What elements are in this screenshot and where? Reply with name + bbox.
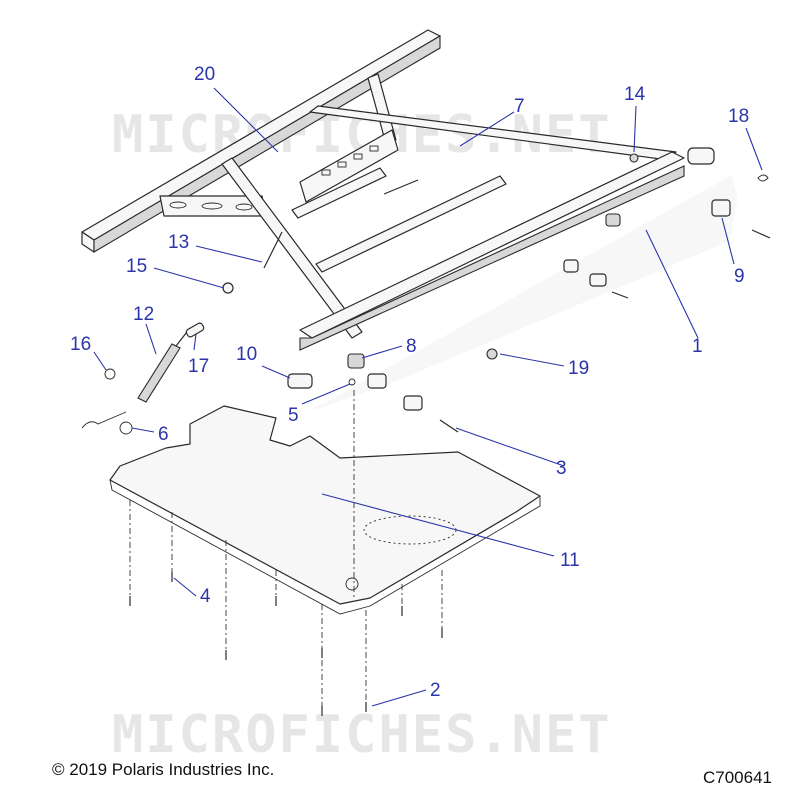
gas-strut-12 [137,327,191,403]
callout-5: 5 [288,405,299,426]
clamps-lower [367,259,607,411]
callout-12: 12 [133,304,154,325]
callout-17: 17 [188,356,209,377]
copyright-text: © 2019 Polaris Industries Inc. [52,760,275,779]
callout-11: 11 [560,550,580,571]
mount-8 [347,353,365,369]
callout-3: 3 [556,458,567,479]
bushing-10 [287,373,313,389]
skid-plate-11 [109,405,541,615]
bolt-13 [263,231,283,269]
screws [129,572,443,716]
callout-4: 4 [200,586,211,607]
callout-16: 16 [70,334,91,355]
frame-crossmember-7 [221,105,685,351]
pin-left [81,411,127,429]
drawing-id: C700641 [703,768,773,787]
washer-5 [348,378,356,386]
callout-8: 8 [406,336,417,357]
callout-6: 6 [158,424,169,445]
callout-7: 7 [514,96,525,117]
nut-15 [222,282,234,294]
callout-14: 14 [624,84,646,105]
clip-16 [104,368,116,380]
bolts-upper [383,179,771,299]
pin-17 [185,322,205,338]
nut-19 [486,348,498,360]
callout-18: 18 [728,106,749,127]
callout-13: 13 [168,232,189,253]
nut-14 [629,153,639,163]
callout-19: 19 [568,358,589,379]
callout-20: 20 [194,64,215,85]
leader-lines [93,87,763,707]
clamp-9 [711,199,731,217]
callout-1: 1 [692,336,703,357]
bolt-3 [439,419,459,433]
watermark-bottom: MICROFICHES.NET [112,705,612,765]
callout-10: 10 [236,344,257,365]
callout-2: 2 [430,680,441,701]
bushing-upper [687,147,715,165]
clip-6 [119,421,133,435]
callout-15: 15 [126,256,147,277]
spring-18 [757,174,769,182]
mount-upper [605,213,621,227]
callout-9: 9 [734,266,745,287]
